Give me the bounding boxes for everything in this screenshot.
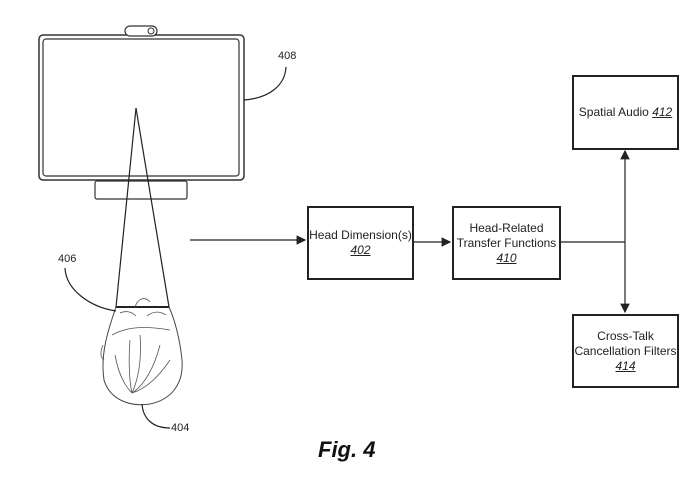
display-screen	[42, 38, 240, 177]
block-cross-talk: Cross-Talk Cancellation Filters 414	[572, 314, 679, 388]
fov-line-left	[115, 107, 137, 308]
block-ref: 412	[652, 105, 673, 119]
block-title: Head Dimension(s)	[309, 228, 412, 242]
leader-line-406	[64, 267, 117, 312]
block-title-line1: Cross-Talk	[597, 328, 654, 343]
display-outer-frame	[38, 34, 245, 181]
block-ref: 410	[496, 250, 517, 265]
display-device	[38, 25, 245, 200]
ref-label-408: 408	[278, 50, 297, 62]
block-hrtf: Head-Related Transfer Functions 410	[452, 206, 561, 280]
block-ref: 402	[350, 243, 371, 257]
block-title-line1: Head-Related	[469, 220, 544, 235]
display-stand	[94, 180, 188, 200]
block-spatial-audio: Spatial Audio 412	[572, 75, 679, 150]
ref-label-406: 406	[58, 253, 77, 265]
fov-line-right	[135, 107, 170, 308]
camera-lens-icon	[147, 27, 155, 35]
block-ref: 414	[615, 358, 636, 373]
leader-line-408	[243, 66, 287, 101]
block-head-dimensions: Head Dimension(s) 402	[307, 206, 414, 280]
block-title: Spatial Audio	[578, 105, 649, 119]
leader-line-404	[141, 403, 171, 429]
block-title-line2: Cancellation Filters	[574, 343, 677, 358]
ref-label-404: 404	[171, 422, 190, 434]
camera-housing	[124, 25, 158, 37]
figure-caption: Fig. 4	[318, 437, 376, 462]
block-title-line2: Transfer Functions	[456, 235, 557, 250]
head-illustration	[100, 298, 183, 406]
